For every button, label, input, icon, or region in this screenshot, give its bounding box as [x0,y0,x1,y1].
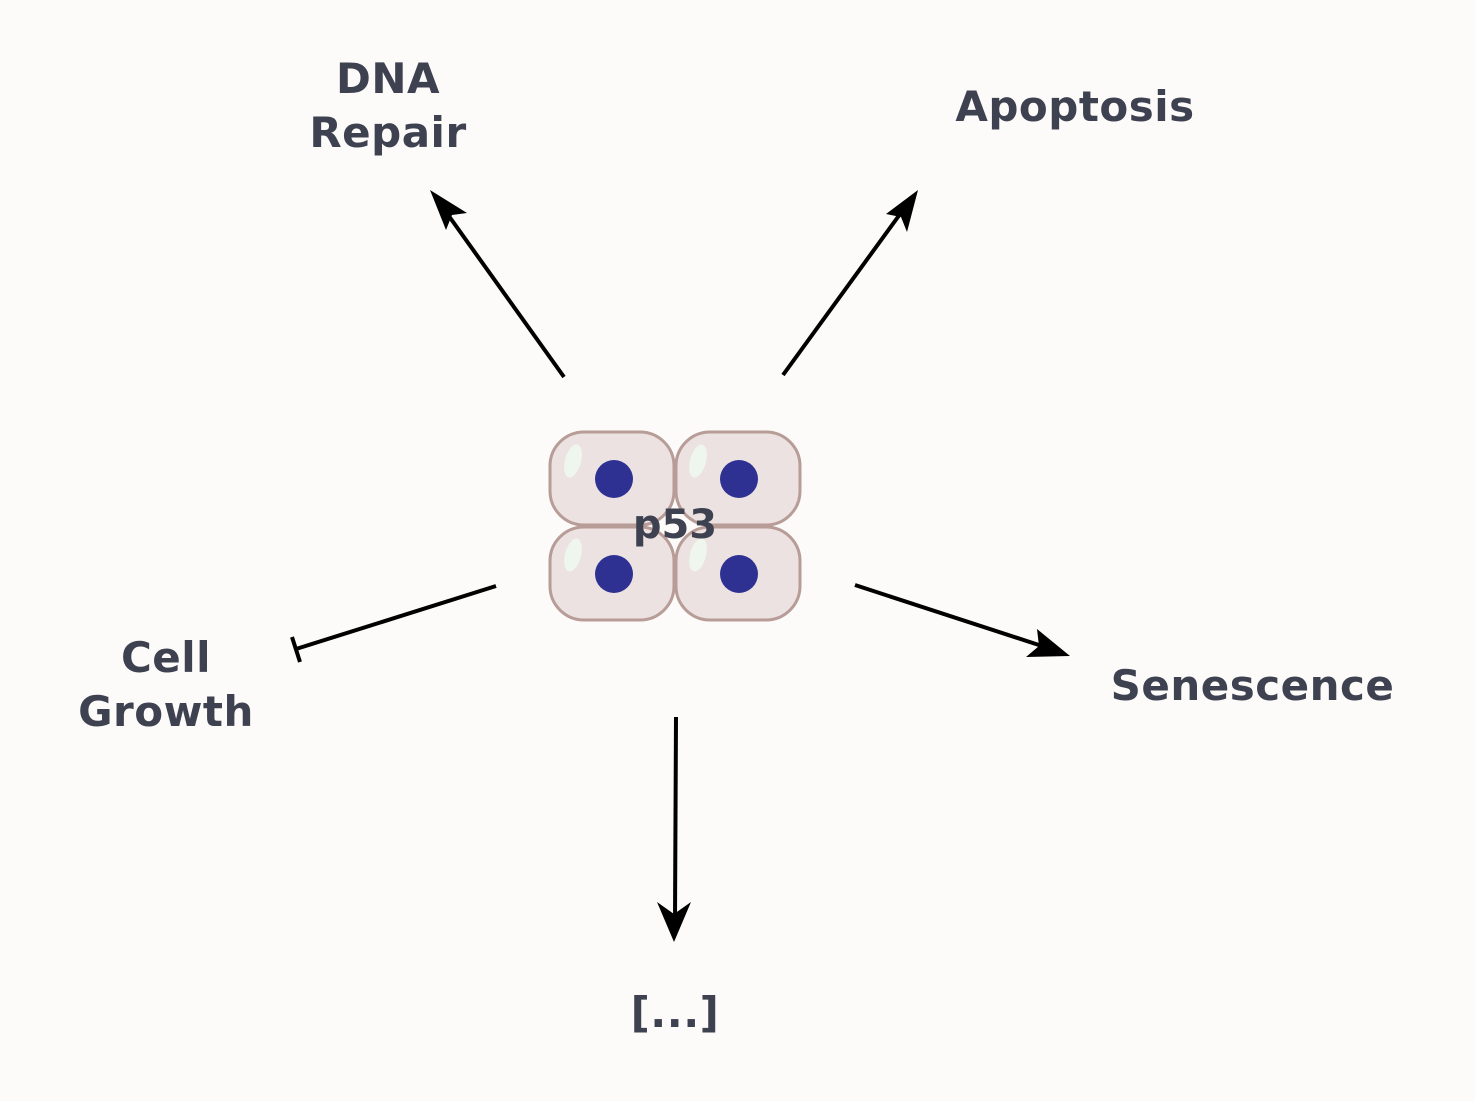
outcome-dna-repair: DNA Repair [309,54,467,157]
cell [548,525,676,622]
inhibition-bar [290,636,302,663]
outcome-senescence: Senescence [1110,661,1395,710]
cell [674,525,802,622]
cell [674,430,802,527]
cell [548,430,676,527]
arrow-to-other [673,716,678,919]
arrow-to-dna-repair [444,210,566,379]
arrowhead-apoptosis [886,190,918,232]
outcome-other: [...] [630,988,720,1037]
cell-cluster-icon [548,430,802,622]
inhibition-to-cell-growth [295,584,497,651]
arrowhead-senescence [1026,629,1070,657]
arrowhead-other [657,902,691,942]
outcome-apoptosis: Apoptosis [955,82,1195,131]
arrow-to-apoptosis [781,208,905,377]
arrow-to-senescence [854,583,1046,649]
p53-label: p53 [632,502,718,548]
outcome-cell-growth: Cell Growth [78,633,254,736]
arrowhead-dna-repair [430,190,467,230]
